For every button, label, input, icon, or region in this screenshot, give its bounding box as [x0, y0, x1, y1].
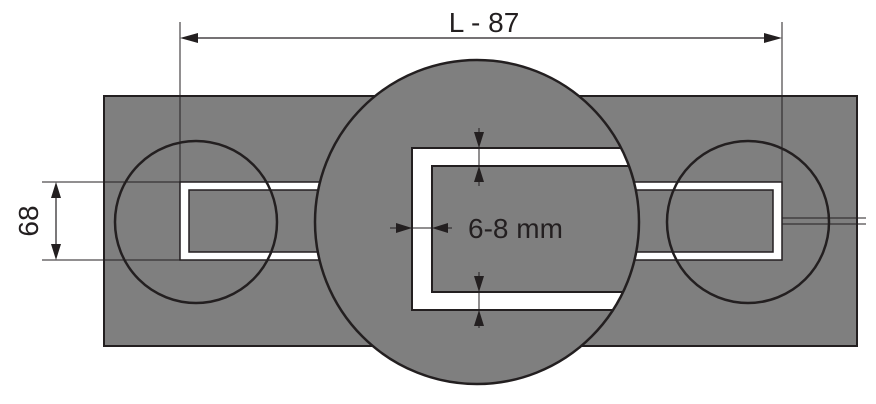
right-detail-circle [665, 139, 866, 305]
left-detail-circle [113, 139, 279, 305]
gap-label: 6-8 mm [468, 213, 563, 244]
gap-dimension: 6-8 mm [390, 128, 563, 328]
length-dimension: L - 87 [179, 7, 783, 182]
height-label: 68 [13, 205, 44, 236]
length-label: L - 87 [449, 7, 520, 38]
height-dimension: 68 [13, 181, 180, 261]
center-magnified-circle [313, 58, 641, 386]
